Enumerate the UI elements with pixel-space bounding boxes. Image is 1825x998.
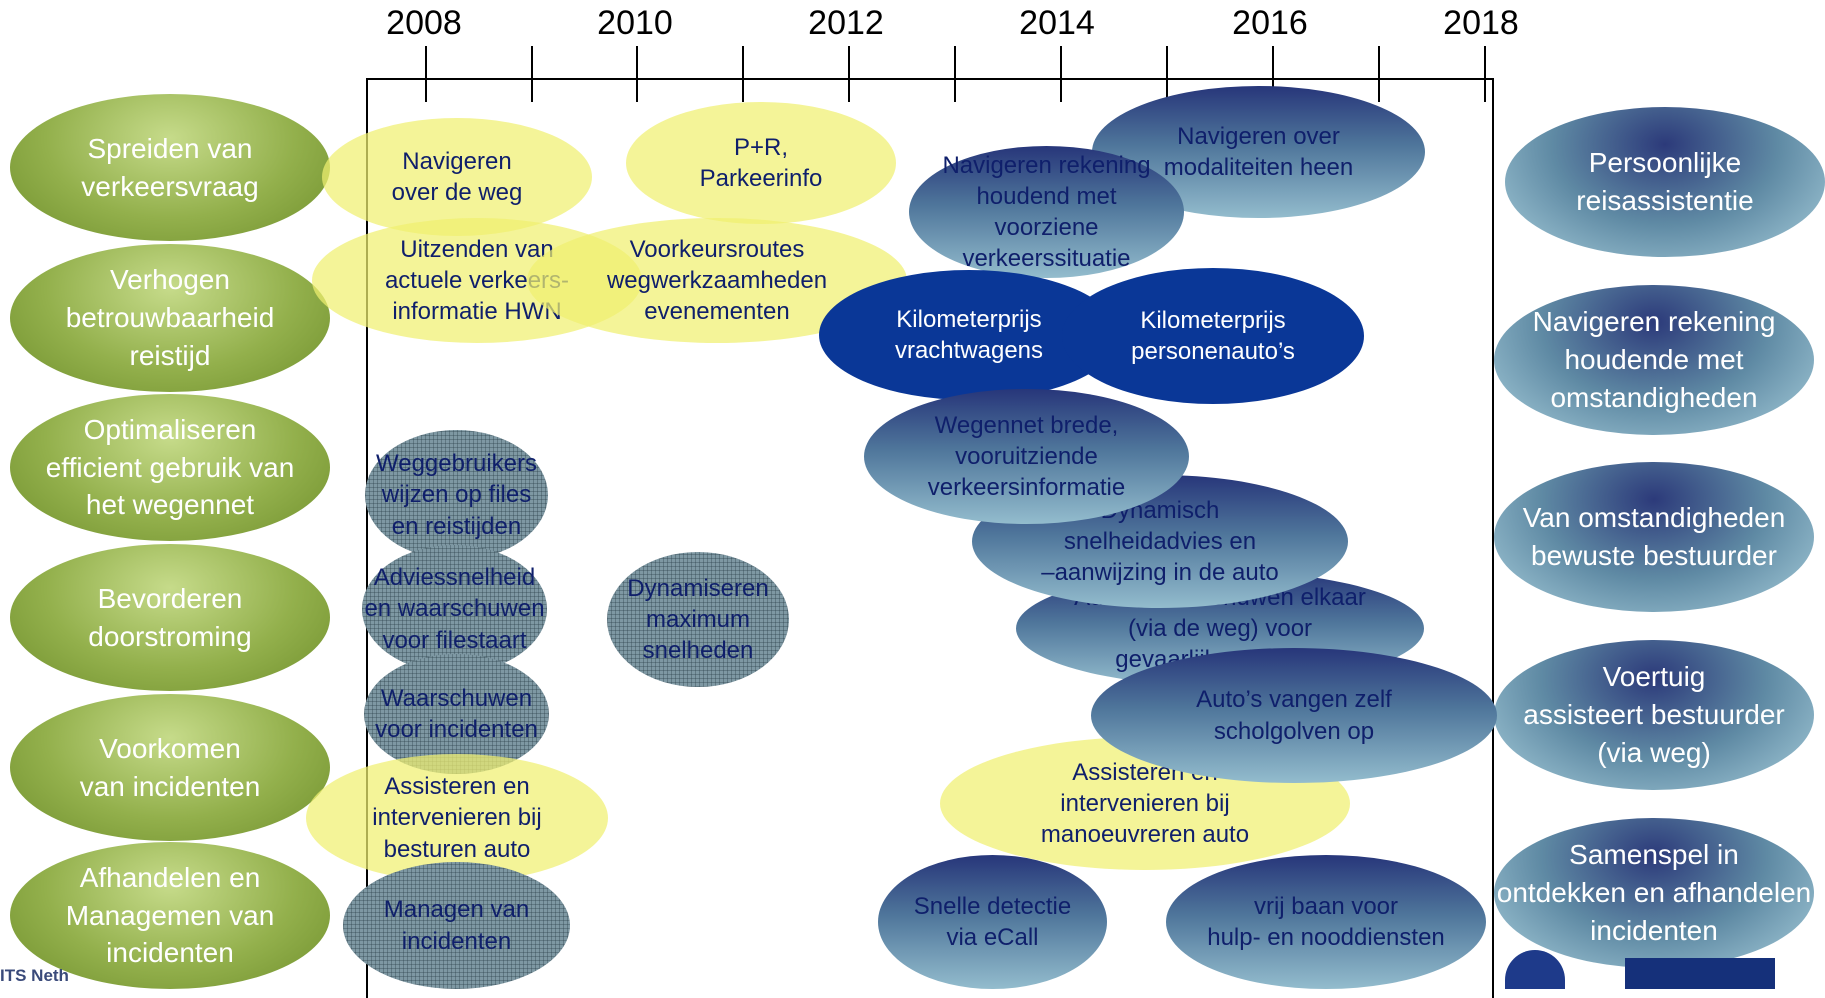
measure-wegennet-verkeersinformatie: Wegennet brede, vooruitziende verkeersin…: [864, 389, 1189, 524]
timeline-tick: [1378, 46, 1380, 102]
goal-afhandelen-incidenten: Afhandelen en Managemen van incidenten: [10, 842, 330, 989]
timeline-tick: [954, 46, 956, 102]
outcome-bewuste-bestuurder: Van omstandigheden bewuste bestuurder: [1494, 462, 1814, 612]
goal-efficient-wegennet: Optimaliseren efficient gebruik van het …: [10, 394, 330, 541]
measure-kilometerprijs-personenautos: Kilometerprijs personenauto’s: [1062, 268, 1364, 404]
timeline-frame: [366, 78, 1494, 998]
footer-logo-text: ITS Neth: [0, 966, 69, 985]
measure-snelle-detectie-ecall: Snelle detectie via eCall: [878, 855, 1107, 989]
tno-logo-icon: [1625, 958, 1775, 989]
year-2012: 2012: [808, 4, 884, 42]
outcome-reisassistentie: Persoonlijke reisassistentie: [1505, 107, 1825, 257]
goal-doorstroming: Bevorderen doorstroming: [10, 544, 330, 691]
outcome-voertuig-assisteert: Voertuig assisteert bestuurder (via weg): [1494, 640, 1814, 790]
timeline-tick: [531, 46, 533, 102]
goal-betrouwbaarheid-reistijd: Verhogen betrouwbaarheid reistijd: [10, 244, 330, 392]
measure-navigeren-over-de-weg: Navigeren over de weg: [322, 118, 592, 236]
outcome-samenspel-incidenten: Samenspel in ontdekken en afhandelen inc…: [1494, 818, 1814, 968]
measure-dynamiseren-maximum: Dynamiseren maximum snelheden: [607, 552, 789, 687]
goal-voorkomen-incidenten: Voorkomen van incidenten: [10, 694, 330, 841]
goal-spreiden-verkeersvraag: Spreiden van verkeersvraag: [10, 94, 330, 241]
measure-pr-parkeerinfo: P+R, Parkeerinfo: [626, 102, 896, 224]
year-2016: 2016: [1232, 4, 1308, 42]
partner-logo-icon: [1505, 950, 1565, 989]
timeline-tick: [848, 46, 850, 102]
year-2014: 2014: [1019, 4, 1095, 42]
timeline-tick: [742, 46, 744, 102]
measure-adviessnelheid-filestaart: Adviessnelheid en waarschuwen voor files…: [362, 545, 547, 673]
timeline-tick: [1166, 46, 1168, 102]
year-2010: 2010: [597, 4, 673, 42]
outcome-navigeren-omstandigheden: Navigeren rekening houdende met omstandi…: [1494, 285, 1814, 435]
measure-navigeren-voorziene-situatie: Navigeren rekening houdend met voorziene…: [909, 146, 1184, 278]
measure-weggebruikers-files: Weggebruikers wijzen op files en reistij…: [365, 430, 548, 560]
year-2018: 2018: [1443, 4, 1519, 42]
measure-vrij-baan-hulpdiensten: vrij baan voor hulp- en nooddiensten: [1166, 855, 1486, 989]
measure-assisteren-besturen: Assisteren en intervenieren bij besturen…: [306, 754, 608, 882]
measure-autos-schokgolven: Auto’s vangen zelf scholgolven op: [1091, 648, 1497, 783]
timeline-tick: [636, 46, 638, 102]
timeline-tick: [1484, 46, 1486, 102]
timeline-tick: [1272, 46, 1274, 102]
timeline-tick: [1060, 46, 1062, 102]
year-2008: 2008: [386, 4, 462, 42]
timeline-tick: [425, 46, 427, 102]
measure-managen-incidenten: Managen van incidenten: [343, 862, 570, 989]
